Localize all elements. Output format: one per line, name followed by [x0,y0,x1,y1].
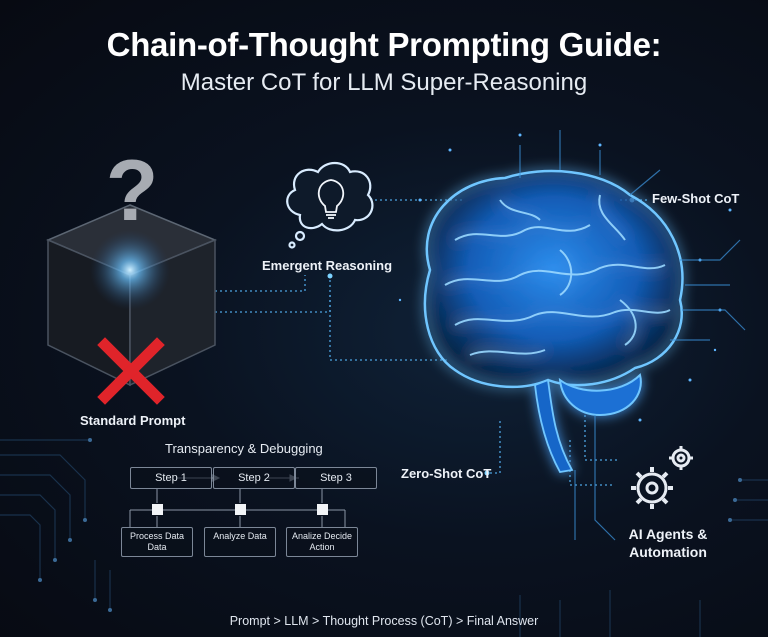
standard-prompt-label: Standard Prompt [80,413,186,428]
svg-text:?: ? [106,143,159,239]
footer-flow-caption: Prompt > LLM > Thought Process (CoT) > F… [229,614,539,628]
ai-agents-label: AI Agents & Automation [628,526,708,560]
step-3-box: Step 3 [295,467,377,489]
transparency-debugging-label: Transparency & Debugging [165,441,323,456]
step-1-node [152,504,163,515]
step-1-box: Step 1 [130,467,212,489]
page-title: Chain-of-Thought Prompting Guide: [106,26,662,63]
step-3-node [317,504,328,515]
step-2-node [235,504,246,515]
substep-1-box: Process Data Data [121,527,193,557]
page-subtitle: Master CoT for LLM Super-Reasoning [180,69,588,96]
emergent-reasoning-label: Emergent Reasoning [262,258,393,273]
substep-2-box: Analyze Data [204,527,276,557]
step-2-box: Step 2 [213,467,295,489]
substep-3-box: Analize Decide Action [286,527,358,557]
zero-shot-cot-label: Zero-Shot CoT [401,466,492,481]
few-shot-cot-label: Few-Shot CoT [652,191,740,206]
